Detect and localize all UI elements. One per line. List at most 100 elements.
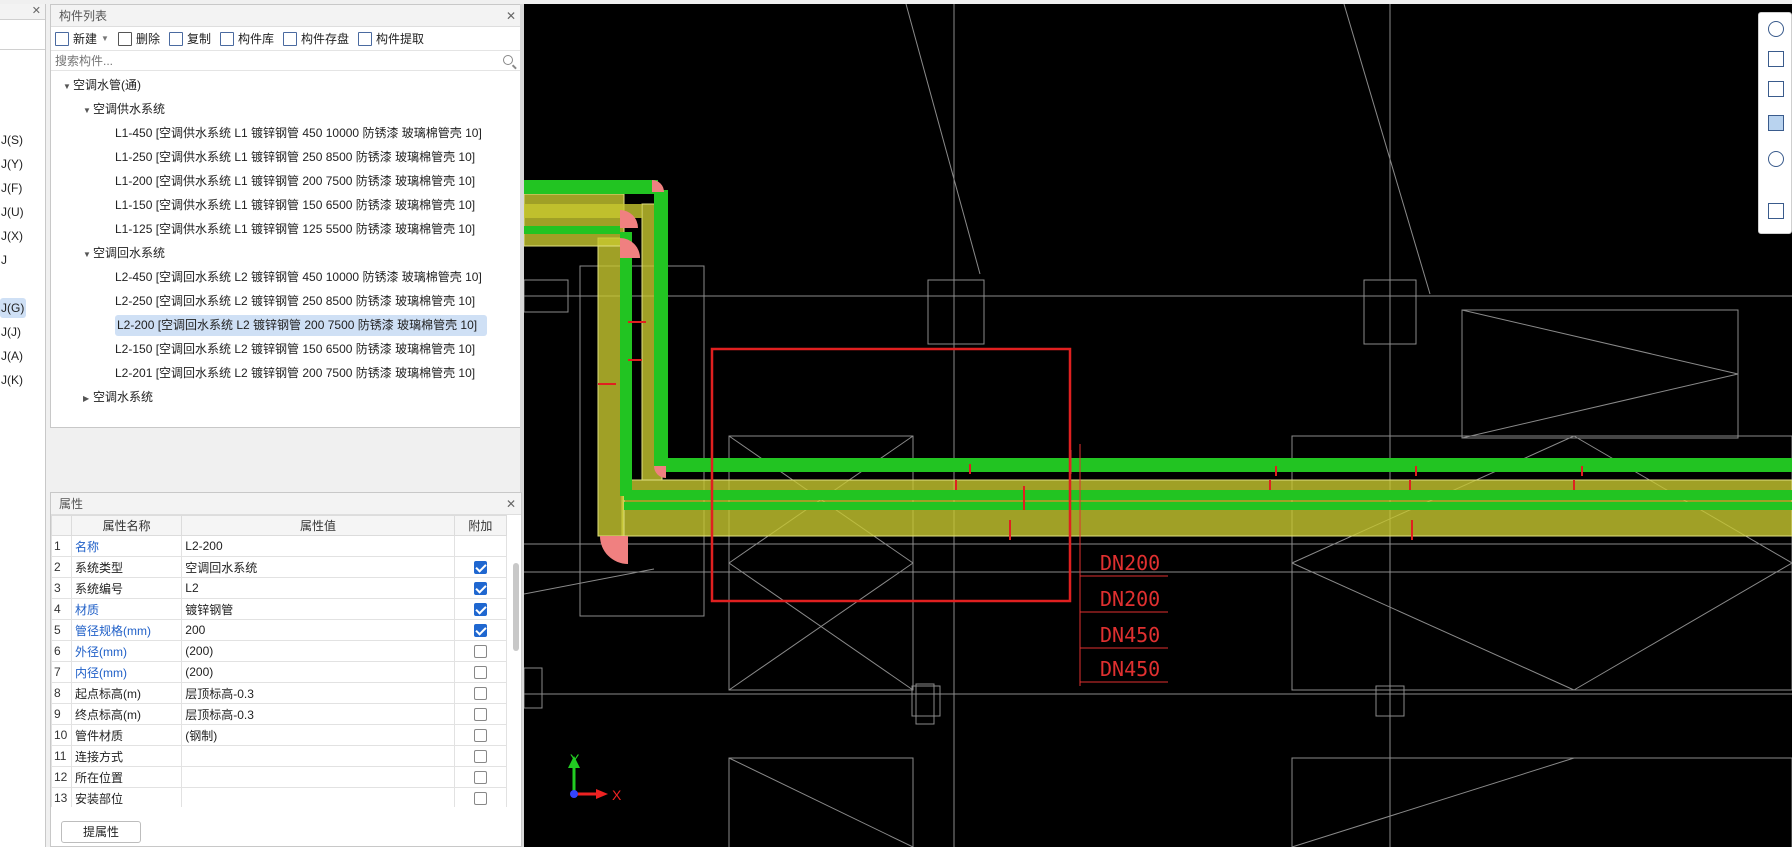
row-index: 5 <box>51 619 73 641</box>
extra-checkbox[interactable] <box>473 624 487 638</box>
cube-view-button[interactable] <box>1766 79 1786 99</box>
library-button[interactable]: 构件库 <box>219 30 274 47</box>
property-value[interactable]: 镀锌钢管 <box>181 598 455 620</box>
chevron-down-icon[interactable]: ▼ <box>83 106 91 115</box>
tree-item[interactable]: L2-150 [空调回水系统 L2 镀锌钢管 150 6500 防锈漆 玻璃棉管… <box>115 339 475 360</box>
copy-button[interactable]: 复制 <box>168 30 211 47</box>
close-icon[interactable]: ✕ <box>31 5 41 17</box>
extra-checkbox[interactable] <box>473 771 487 785</box>
tree-group-root[interactable]: ▼空调水管(通) <box>63 75 141 96</box>
close-icon[interactable]: ✕ <box>505 497 516 511</box>
orbit-view-button[interactable] <box>1766 19 1786 39</box>
property-value[interactable] <box>181 787 455 807</box>
extra-checkbox[interactable] <box>473 687 487 701</box>
display-settings-button[interactable] <box>1766 201 1786 221</box>
chevron-down-icon[interactable]: ▼ <box>83 250 91 259</box>
delete-button[interactable]: 删除 <box>117 30 160 47</box>
extra-checkbox[interactable] <box>473 792 487 806</box>
tree-group-supply[interactable]: ▼空调供水系统 <box>83 99 165 120</box>
properties-scrollbar[interactable] <box>513 563 519 651</box>
tree-item[interactable]: L2-250 [空调回水系统 L2 镀锌钢管 250 8500 防锈漆 玻璃棉管… <box>115 291 475 312</box>
tree-item[interactable]: L1-150 [空调供水系统 L1 镀锌钢管 150 6500 防锈漆 玻璃棉管… <box>115 195 475 216</box>
property-value[interactable]: L2-200 <box>181 535 455 557</box>
property-value[interactable]: (200) <box>181 661 455 683</box>
cad-equipment <box>1461 309 1739 439</box>
category-item[interactable]: J(J) <box>1 325 21 339</box>
chevron-down-icon[interactable]: ▼ <box>63 82 71 91</box>
pipe-elbow <box>654 466 666 478</box>
property-value[interactable]: (200) <box>181 640 455 662</box>
extract-component-button[interactable]: 构件提取 <box>358 30 424 47</box>
tree-item[interactable]: L1-250 [空调供水系统 L1 镀锌钢管 250 8500 防锈漆 玻璃棉管… <box>115 147 475 168</box>
property-value[interactable]: 层顶标高-0.3 <box>181 682 455 704</box>
panel-splitter[interactable] <box>520 4 524 847</box>
property-value[interactable]: (钢制) <box>181 724 455 746</box>
library-icon <box>219 31 234 46</box>
extra-checkbox[interactable] <box>473 708 487 722</box>
extra-checkbox[interactable] <box>473 729 487 743</box>
search-icon[interactable] <box>503 55 513 65</box>
property-value[interactable]: 空调回水系统 <box>181 556 455 578</box>
property-name: 内径(mm) <box>71 661 183 683</box>
property-value[interactable]: L2 <box>181 577 455 599</box>
extra-checkbox[interactable] <box>473 582 487 596</box>
selection-box <box>710 347 1072 603</box>
3d-view-button[interactable] <box>1766 49 1786 69</box>
x-axis-arrowhead <box>596 789 608 799</box>
chevron-right-icon[interactable]: ▶ <box>83 394 90 403</box>
extract-properties-button[interactable]: 提属性 <box>61 821 141 843</box>
extra-checkbox[interactable] <box>473 561 487 575</box>
cad-equipment <box>728 757 914 847</box>
category-item[interactable]: J(G) <box>0 298 26 318</box>
tree-group-water[interactable]: ▶空调水系统 <box>83 387 153 408</box>
rotate-view-button[interactable] <box>1766 149 1786 169</box>
category-item[interactable]: J(Y) <box>1 157 23 171</box>
category-item[interactable]: J(X) <box>1 229 23 243</box>
tree-item[interactable]: L2-201 [空调回水系统 L2 镀锌钢管 200 7500 防锈漆 玻璃棉管… <box>115 363 475 384</box>
delete-label: 删除 <box>135 32 160 46</box>
new-button[interactable]: 新建▼ <box>55 30 109 47</box>
property-value[interactable] <box>181 745 455 767</box>
tree-item[interactable]: L1-125 [空调供水系统 L1 镀锌钢管 125 5500 防锈漆 玻璃棉管… <box>115 219 475 240</box>
component-search-input[interactable] <box>55 53 495 68</box>
tree-item[interactable]: L2-200 [空调回水系统 L2 镀锌钢管 200 7500 防锈漆 玻璃棉管… <box>115 315 488 336</box>
category-item[interactable]: J(A) <box>1 349 23 363</box>
category-item[interactable]: J(K) <box>1 373 23 387</box>
close-icon[interactable]: ✕ <box>505 9 516 23</box>
save-component-button[interactable]: 构件存盘 <box>282 30 349 47</box>
property-value[interactable] <box>181 766 455 788</box>
category-item[interactable]: J(S) <box>1 133 23 147</box>
tree-item[interactable]: L1-450 [空调供水系统 L1 镀锌钢管 450 10000 防锈漆 玻璃棉… <box>115 123 482 144</box>
tree-item[interactable]: L2-450 [空调回水系统 L2 镀锌钢管 450 10000 防锈漆 玻璃棉… <box>115 267 482 288</box>
tree-label: L2-201 [空调回水系统 L2 镀锌钢管 200 7500 防锈漆 玻璃棉管… <box>115 366 476 380</box>
property-value[interactable]: 200 <box>181 619 455 641</box>
solid-view-button[interactable] <box>1766 113 1786 133</box>
extra-checkbox[interactable] <box>473 750 487 764</box>
category-item[interactable]: J <box>1 253 7 267</box>
extra-checkbox[interactable] <box>473 666 487 680</box>
chevron-down-icon[interactable]: ▼ <box>101 34 109 43</box>
extra-checkbox[interactable] <box>473 645 487 659</box>
category-item[interactable]: J(F) <box>1 181 23 195</box>
tree-group-return[interactable]: ▼空调回水系统 <box>83 243 165 264</box>
extra-checkbox[interactable] <box>473 603 487 617</box>
row-index: 12 <box>51 766 73 788</box>
tree-item[interactable]: L1-200 [空调供水系统 L1 镀锌钢管 200 7500 防锈漆 玻璃棉管… <box>115 171 475 192</box>
category-item[interactable]: J(U) <box>1 205 24 219</box>
property-value[interactable]: 层顶标高-0.3 <box>181 703 455 725</box>
